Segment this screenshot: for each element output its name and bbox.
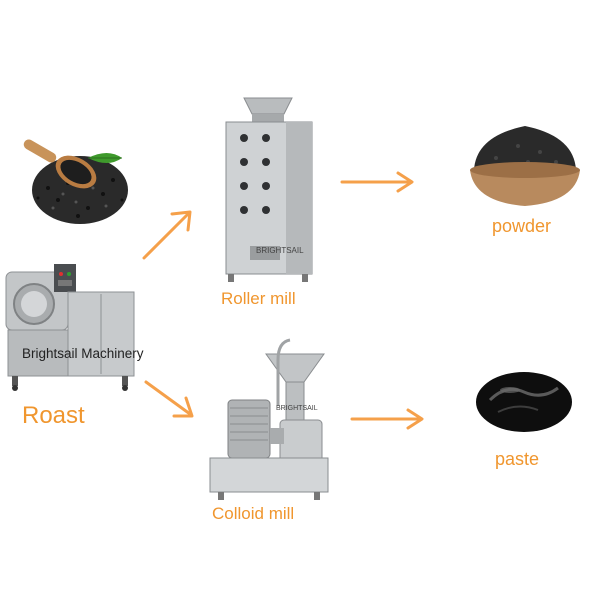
arrow-roast-to-roller-mill bbox=[138, 206, 198, 264]
sesame-seeds-icon bbox=[18, 128, 133, 238]
roast-label: Roast bbox=[22, 402, 85, 429]
roaster-machine-icon bbox=[4, 262, 139, 392]
colloid-mill-icon bbox=[206, 336, 332, 502]
colloid-mill-label: Colloid mill bbox=[212, 504, 295, 523]
arrow-roller-mill-to-powder bbox=[340, 170, 416, 194]
roller-mill-label: Roller mill bbox=[221, 289, 296, 308]
arrow-roast-to-colloid-mill bbox=[140, 376, 200, 422]
paste-jar-icon bbox=[472, 362, 576, 436]
roller-mill-brand-watermark: BRIGHTSAIL bbox=[256, 246, 304, 255]
arrow-colloid-mill-to-paste bbox=[350, 407, 426, 431]
roaster-brand-watermark: Brightsail Machinery bbox=[22, 346, 144, 361]
colloid-mill-brand-watermark: BRIGHTSAIL bbox=[276, 405, 318, 412]
roller-mill-icon bbox=[222, 96, 316, 282]
paste-label: paste bbox=[495, 449, 540, 469]
powder-label: powder bbox=[492, 216, 552, 236]
powder-bowl-icon bbox=[466, 118, 584, 210]
